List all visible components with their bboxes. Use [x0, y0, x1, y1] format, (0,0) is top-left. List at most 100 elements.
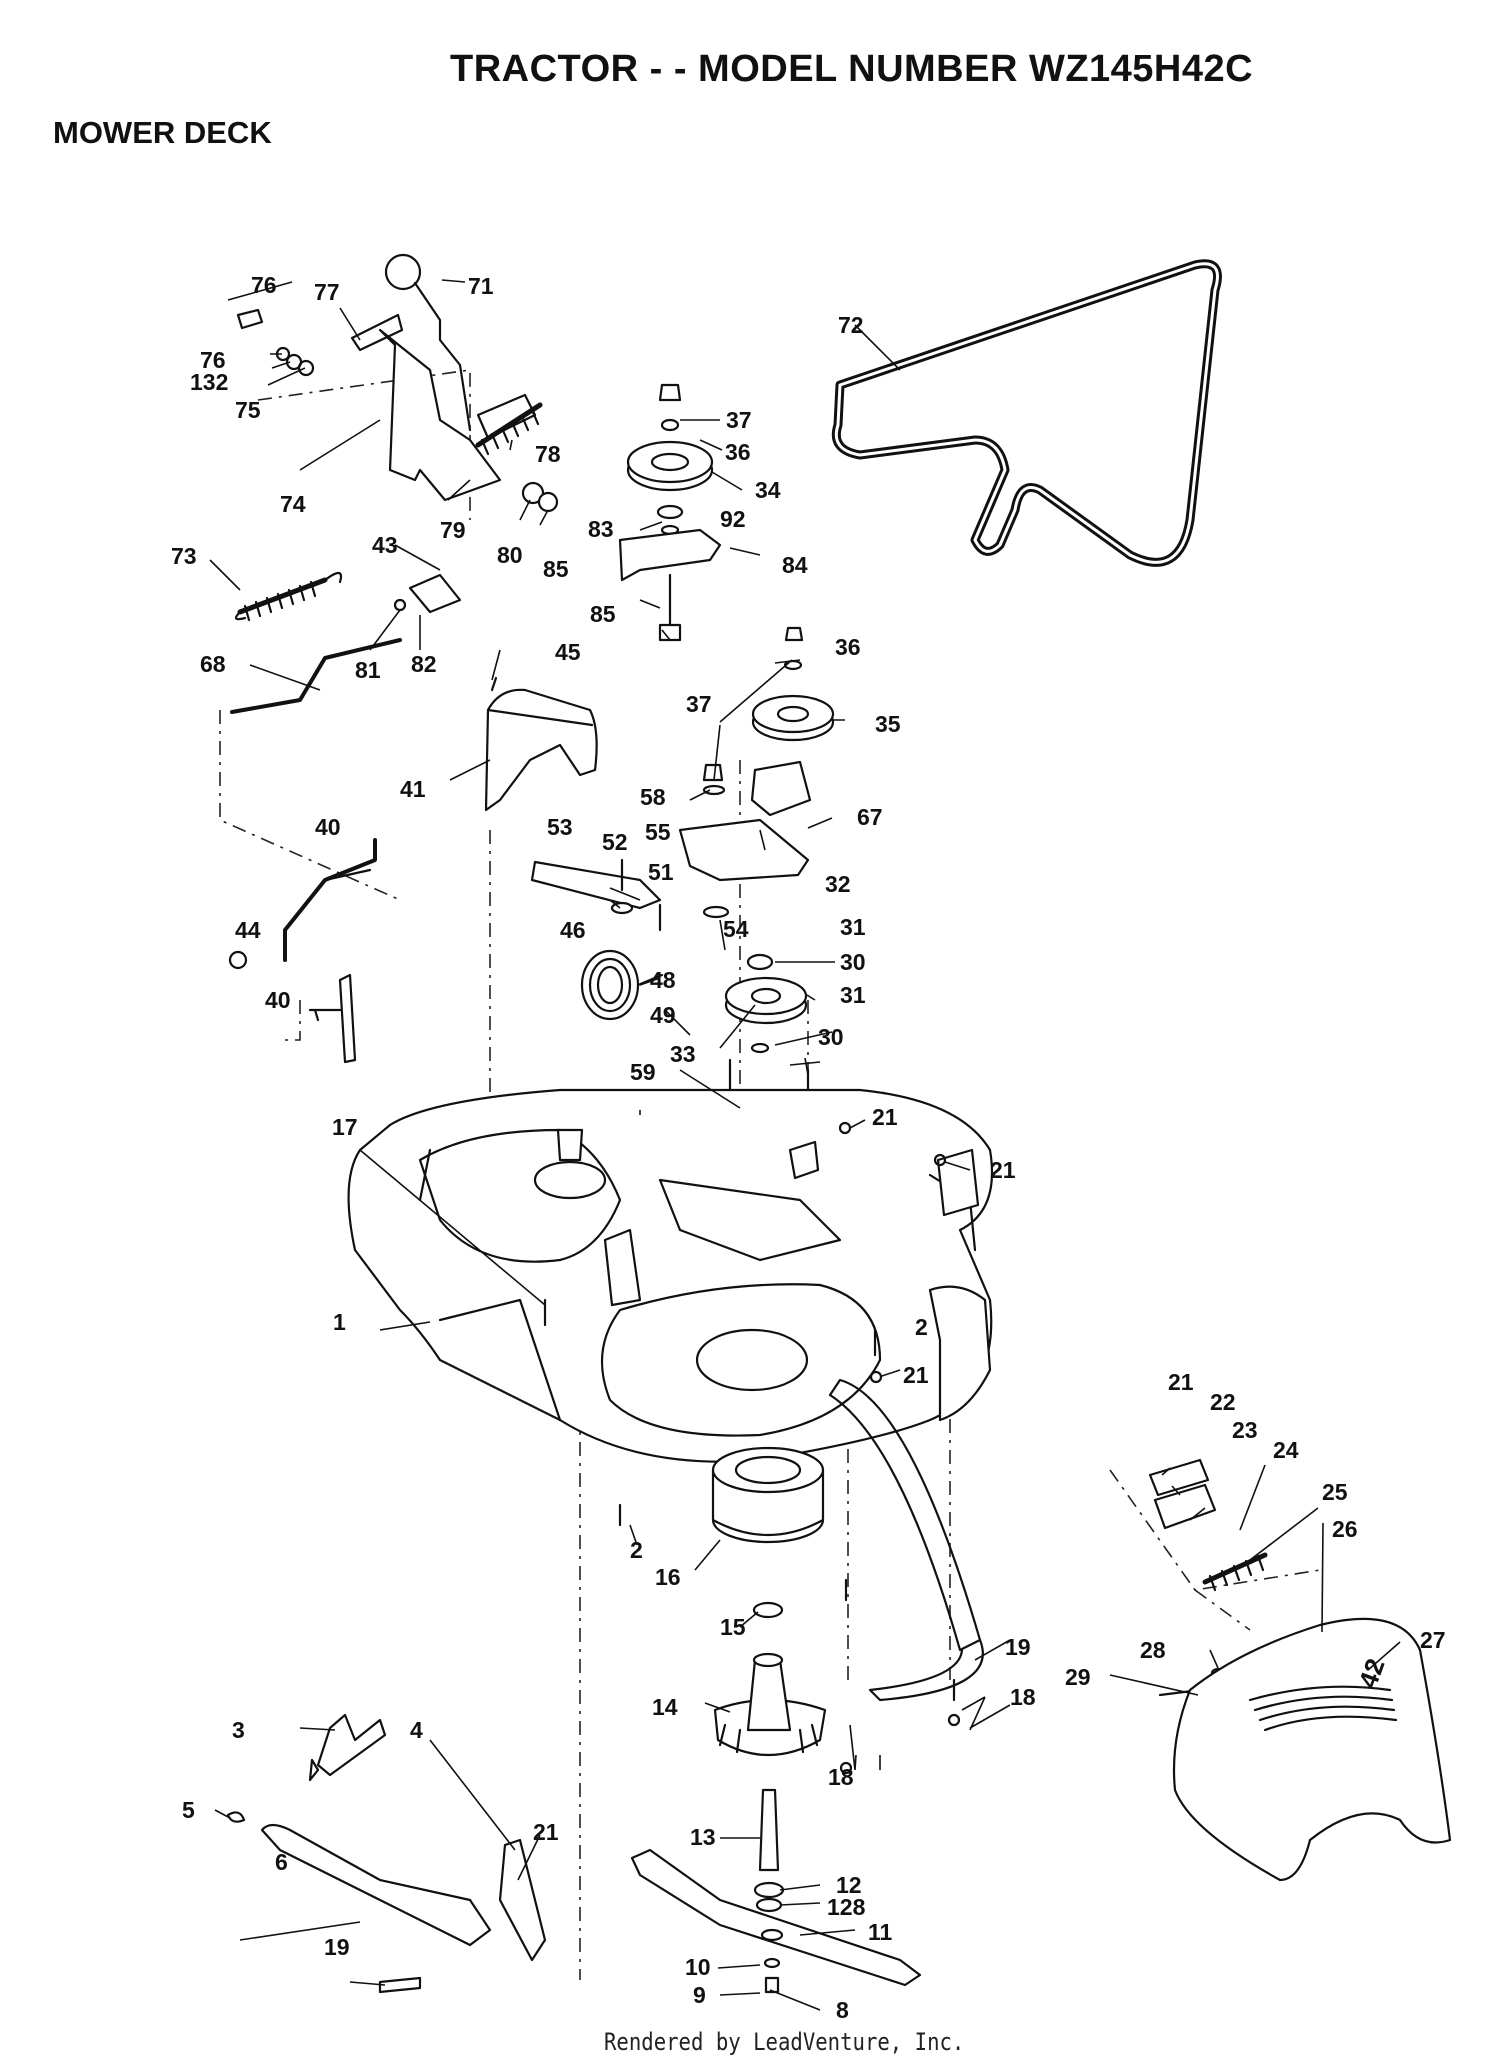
callout-85: 85: [590, 601, 616, 627]
callout-26: 26: [1332, 1516, 1358, 1542]
callout-68: 72: [838, 312, 864, 338]
callout-37-lower: 36: [835, 634, 861, 660]
callout-40-lower: 37: [686, 691, 712, 717]
bolts-and-nuts: [543, 1121, 961, 1775]
callout-13: 13: [690, 1824, 716, 1850]
callout-55: 55: [645, 819, 671, 845]
callout-67: 71: [468, 273, 494, 299]
callout-33: 31: [840, 914, 866, 940]
drive-belt: [831, 259, 1222, 567]
callout-37-upper: 36: [725, 439, 751, 465]
blade-11: [630, 1848, 922, 1994]
callout-59: 67: [857, 804, 883, 830]
discharge-chute-parts: 42: [1148, 1458, 1452, 1882]
callout-36-upper: 34: [755, 477, 781, 503]
belt-guide-44: [484, 676, 598, 812]
lift-handle-assembly: [236, 253, 559, 513]
callout-58: 59: [630, 1059, 656, 1085]
callout-5: 5: [182, 1797, 195, 1823]
callout-45: 43: [372, 532, 398, 558]
footer-credit: Rendered by LeadVenture, Inc.: [604, 2028, 965, 2056]
callout-10: 10: [685, 1954, 711, 1980]
callout-80: 78: [535, 441, 561, 467]
callout-76: 76: [251, 272, 277, 298]
callout-22: 22: [1210, 1389, 1236, 1415]
callout-8: 8: [836, 1997, 849, 2023]
callout-43: 40: [315, 814, 341, 840]
spring-80: [475, 402, 543, 456]
callout-49: 48: [650, 967, 676, 993]
callout-48: 46: [560, 917, 586, 943]
pulley-32-stack: [724, 953, 810, 1147]
callout-21-c: 21: [903, 1362, 929, 1388]
callout-29: 29: [1065, 1664, 1091, 1690]
callout-21-e: 21: [533, 1819, 559, 1845]
callout-30: 30: [818, 1024, 844, 1050]
callout-25: 25: [1322, 1479, 1348, 1505]
callout-leaders: [209, 279, 1401, 2011]
callout-82: 82: [411, 651, 437, 677]
callout-15: 15: [720, 1614, 746, 1640]
callout-9: 9: [693, 1982, 706, 2008]
callout-52: 52: [602, 829, 628, 855]
callout-18-b: 18: [828, 1764, 854, 1790]
callout-56: 58: [640, 784, 666, 810]
callout-46: 45: [555, 639, 581, 665]
callout-72: 73: [171, 543, 197, 569]
spring-72-rod-71: [230, 571, 462, 714]
callout-14: 14: [652, 1694, 678, 1720]
callout-17: 17: [332, 1114, 358, 1140]
callout-6: 6: [275, 1849, 288, 1875]
callout-28: 28: [1140, 1637, 1166, 1663]
idler-assembly: [530, 383, 835, 932]
callout-21-a: 21: [872, 1104, 898, 1130]
mower-deck-1: [347, 1088, 994, 1477]
callout-40-upper: 37: [726, 407, 752, 433]
callout-4: 4: [410, 1717, 423, 1743]
callout-45-lower: 44: [235, 917, 261, 943]
callout-51: 51: [648, 859, 674, 885]
callout-41: 40: [265, 987, 291, 1013]
callout-numbers: 76 77 71 72 76 132 75 78 74 79 80 85 43 …: [171, 272, 1446, 2023]
callout-77: 77: [314, 279, 340, 305]
torsion-spring-58: [580, 949, 664, 1021]
callout-36-lower: 35: [875, 711, 901, 737]
callout-75: 76: [200, 347, 226, 373]
spindle-assembly: [711, 1446, 827, 1913]
callout-92: 85: [543, 556, 569, 582]
callout-44: 41: [400, 776, 426, 802]
callout-18-a: 18: [1010, 1684, 1036, 1710]
callout-74: 75: [235, 397, 261, 423]
callout-53: 53: [547, 814, 573, 840]
callout-34: 32: [825, 871, 851, 897]
callout-20: 19: [1005, 1634, 1031, 1660]
page-title: TRACTOR - - MODEL NUMBER WZ145H42C: [450, 48, 1254, 90]
callout-84: 84: [782, 552, 808, 578]
lift-rod-43: [228, 838, 377, 1064]
callout-32: 30: [840, 949, 866, 975]
callout-141: 132: [190, 369, 228, 395]
callout-2-a: 2: [915, 1314, 928, 1340]
callout-31: 31: [840, 982, 866, 1008]
callout-83: 83: [588, 516, 614, 542]
callout-54: 54: [723, 916, 749, 942]
callout-81: 81: [355, 657, 381, 683]
callout-3: 3: [232, 1717, 245, 1743]
callout-73: 74: [280, 491, 306, 517]
callout-71: 68: [200, 651, 226, 677]
callout-16: 16: [655, 1564, 681, 1590]
callout-128: 128: [827, 1894, 866, 1920]
belt-keeper-20: [828, 1378, 984, 1702]
callout-21-b: 21: [990, 1157, 1016, 1183]
callout-79: 80: [497, 542, 523, 568]
callout-132: 92: [720, 506, 746, 532]
callout-21-d: 21: [1168, 1369, 1194, 1395]
callout-78: 79: [440, 517, 466, 543]
callout-24: 24: [1273, 1437, 1299, 1463]
callout-19: 19: [324, 1934, 350, 1960]
callout-50: 49: [650, 1002, 676, 1028]
section-title: MOWER DECK: [53, 115, 272, 150]
callout-11: 11: [868, 1919, 893, 1945]
